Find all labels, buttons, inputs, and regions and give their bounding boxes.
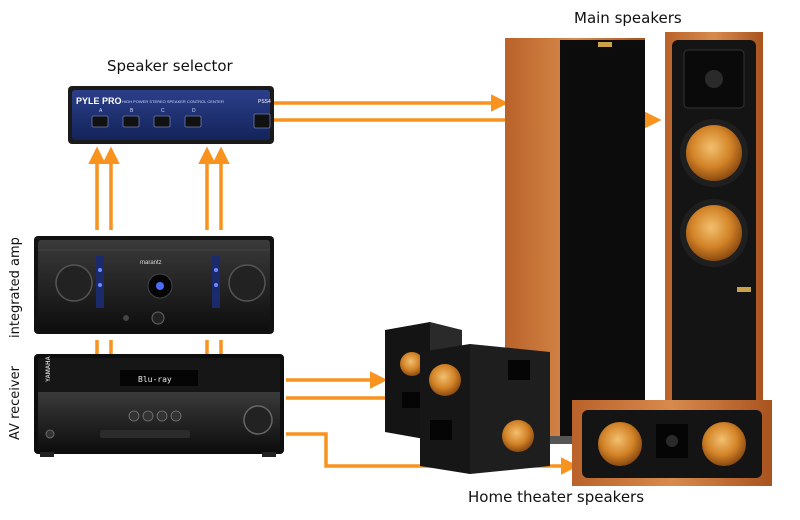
main-tweeter [705, 70, 723, 88]
center-speaker [572, 400, 772, 486]
selector-button-protect[interactable] [253, 113, 271, 129]
selector-button-b[interactable] [122, 115, 140, 128]
av-receiver: YAMAHA Blu-ray [34, 354, 284, 457]
selector-channel-d: D [192, 108, 196, 114]
integrated-amp: marantz [34, 236, 274, 334]
receiver-button-4[interactable] [170, 410, 182, 422]
receiver-button-1[interactable] [128, 410, 140, 422]
receiver-power-button[interactable] [45, 429, 55, 439]
selector-button-d[interactable] [184, 115, 202, 128]
receiver-input-buttons[interactable] [100, 430, 190, 438]
amp-brand: marantz [140, 260, 162, 266]
receiver-button-2[interactable] [142, 410, 154, 422]
receiver-volume-knob[interactable] [243, 405, 273, 435]
amp-headphone-jack[interactable] [123, 315, 129, 321]
label-av-receiver: AV receiver [8, 366, 23, 440]
selector-channel-c: C [161, 108, 165, 114]
selector-button-a[interactable] [91, 115, 109, 128]
receiver-button-3[interactable] [156, 410, 168, 422]
selector-channel-b: B [130, 108, 134, 114]
main-speaker-right [664, 32, 764, 438]
amp-power-button[interactable] [151, 311, 165, 325]
label-home-theater-speakers: Home theater speakers [468, 488, 645, 506]
surround-speaker-right [420, 344, 550, 474]
label-speaker-selector: Speaker selector [107, 57, 233, 75]
label-main-speakers: Main speakers [574, 9, 682, 27]
receiver-brand: YAMAHA [46, 356, 52, 382]
receiver-display: Blu-ray [138, 375, 172, 384]
label-integrated-amp: integrated amp [8, 237, 23, 338]
speaker-selector: PYLE PRO HIGH POWER STEREO SPEAKER CONTR… [68, 86, 274, 144]
selector-panel-text: HIGH POWER STEREO SPEAKER CONTROL CENTER [122, 99, 224, 104]
selector-button-c[interactable] [153, 115, 171, 128]
amp-left-knob[interactable] [55, 264, 93, 302]
selector-channel-a: A [99, 108, 103, 114]
selector-model: PSS4 [258, 99, 271, 105]
amp-right-knob[interactable] [228, 264, 266, 302]
selector-brand: PYLE PRO [76, 96, 122, 106]
